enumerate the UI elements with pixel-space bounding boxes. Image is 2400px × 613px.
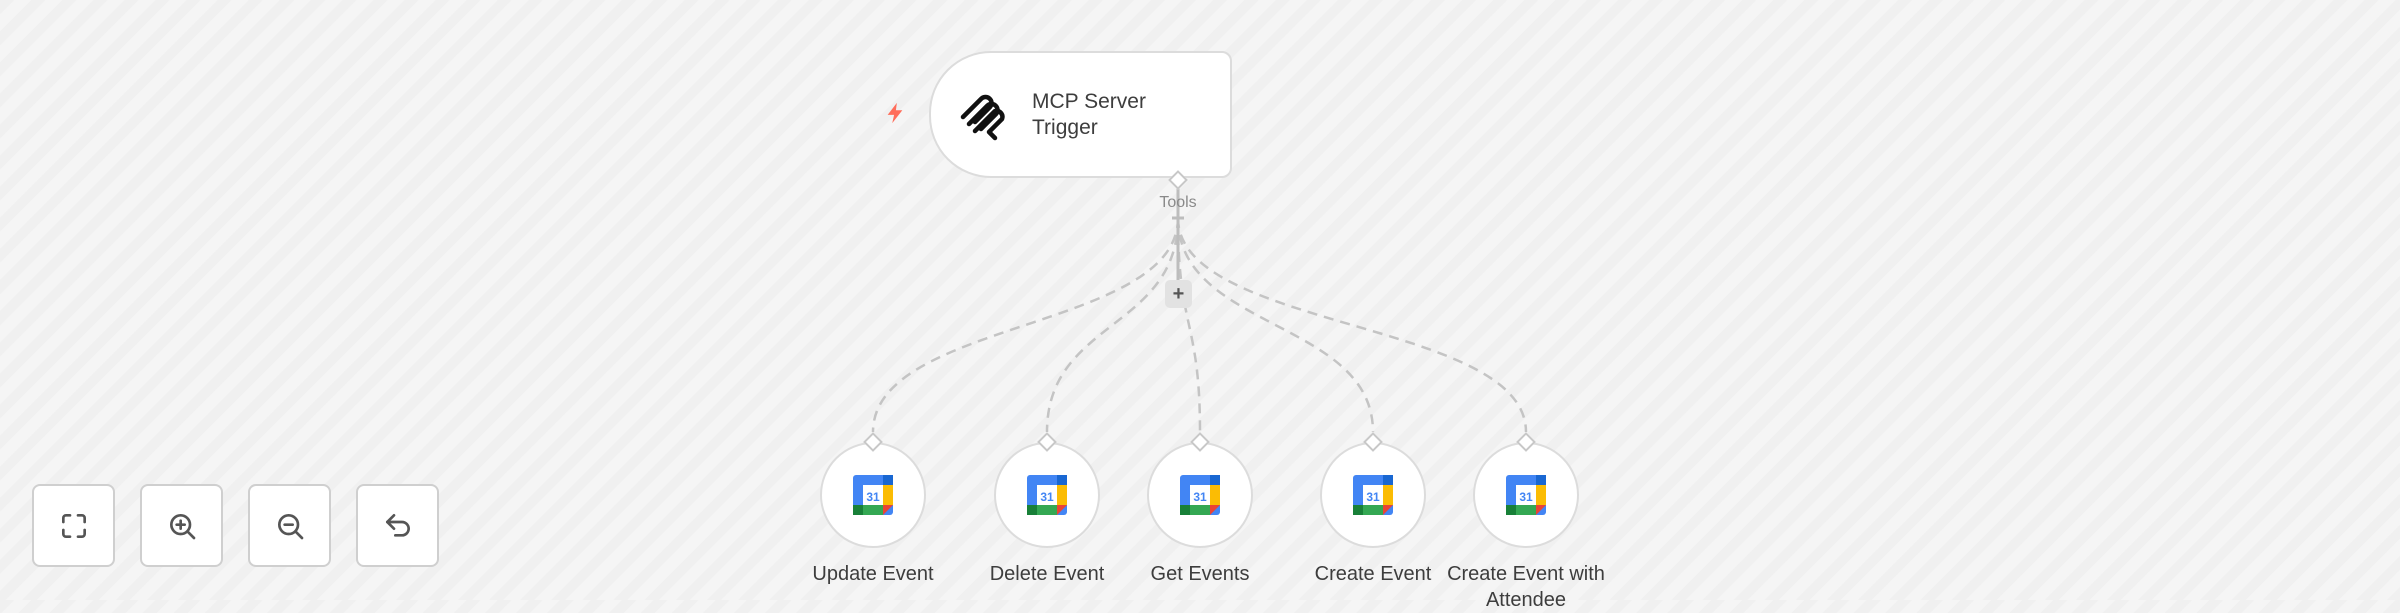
reset-zoom-button[interactable] — [356, 484, 439, 567]
tool-node-create-event[interactable]: 31 — [1320, 442, 1426, 548]
tool-node-label: Create Event with Attendee — [1447, 563, 1605, 611]
fit-view-icon — [61, 513, 86, 538]
zoom-out-icon — [277, 513, 303, 539]
edge-delete-event — [1045, 217, 1180, 433]
google-calendar-icon: 31 — [1180, 475, 1220, 515]
google-calendar-icon: 31 — [1353, 475, 1393, 515]
edge-update-event — [871, 217, 1180, 433]
tool-node-label: Delete Event — [989, 563, 1105, 585]
tool-node-label: Create Event — [1314, 563, 1432, 585]
google-calendar-icon: 31 — [853, 475, 893, 515]
edge-create-event-attendee — [1176, 217, 1528, 433]
connection-edges — [871, 188, 1528, 433]
trigger-node-label: MCP Server Trigger — [1032, 90, 1146, 139]
lightning-bolt-icon — [887, 102, 903, 124]
google-calendar-icon: 31 — [1027, 475, 1067, 515]
svg-text:31: 31 — [1193, 490, 1207, 504]
tool-node-create-event-with-attendee[interactable]: 31 — [1473, 442, 1579, 548]
svg-text:31: 31 — [1040, 490, 1054, 504]
tools-output-label: Tools — [1159, 194, 1197, 211]
google-calendar-icon: 31 — [1506, 475, 1546, 515]
tool-node-update-event[interactable]: 31 — [820, 442, 926, 548]
tool-node-delete-event[interactable]: 31 — [994, 442, 1100, 548]
svg-text:31: 31 — [1366, 490, 1380, 504]
tool-node-label: Get Events — [1150, 563, 1250, 585]
fit-view-button[interactable] — [32, 484, 115, 567]
tool-node-get-events[interactable]: 31 — [1147, 442, 1253, 548]
svg-text:31: 31 — [866, 490, 880, 504]
zoom-in-icon — [169, 513, 195, 539]
add-tool-button[interactable]: + — [1165, 280, 1192, 308]
edge-create-event — [1176, 217, 1375, 433]
mcp-server-trigger-node[interactable]: MCP Server Trigger — [929, 51, 1232, 178]
tool-node-label: Update Event — [812, 563, 934, 585]
zoom-in-button[interactable] — [140, 484, 223, 567]
undo-icon — [385, 513, 410, 537]
svg-text:31: 31 — [1519, 490, 1533, 504]
mcp-icon — [960, 94, 1005, 141]
zoom-out-button[interactable] — [248, 484, 331, 567]
